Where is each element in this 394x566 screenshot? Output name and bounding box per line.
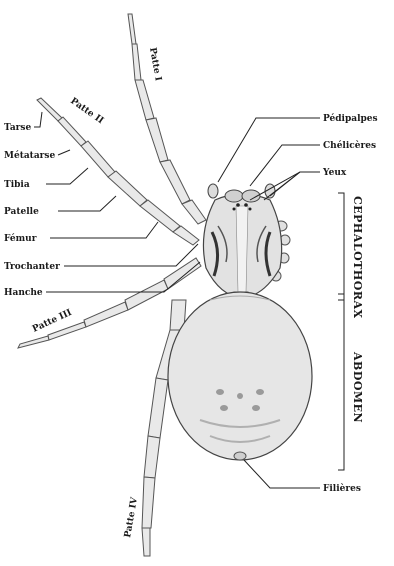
label-patelle: Patelle — [4, 207, 39, 217]
label-metatarse: Métatarse — [4, 150, 55, 161]
label-abdomen: ABDOMEN — [351, 351, 364, 423]
label-cephalothorax: CEPHALOTHORAX — [351, 196, 364, 319]
abdomen-shape — [168, 292, 312, 460]
label-femur: Fémur — [4, 233, 37, 244]
label-filieres: Filières — [323, 483, 361, 494]
label-cheliceres: Chélicères — [323, 140, 376, 151]
label-patte-2: Patte II — [68, 96, 105, 126]
cephalothorax-shape — [203, 194, 281, 298]
label-tibia: Tibia — [4, 180, 30, 190]
label-tarse: Tarse — [4, 123, 31, 133]
label-patte-4: Patte IV — [123, 496, 140, 539]
label-patte-1: Patte I — [147, 47, 163, 82]
label-pedipalpes: Pédipalpes — [323, 113, 378, 124]
label-yeux: Yeux — [322, 168, 347, 178]
label-hanche: Hanche — [4, 288, 43, 298]
label-trochanter: Trochanter — [4, 262, 60, 272]
